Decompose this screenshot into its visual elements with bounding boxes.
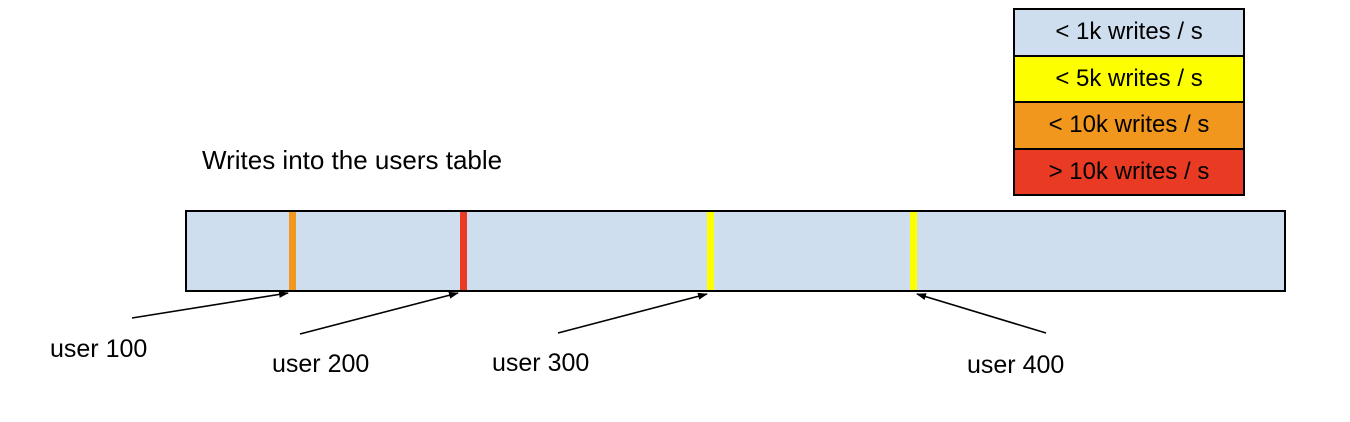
write-hotspot-stripe-user-200 [460,212,467,290]
legend-item-gt-10k: > 10k writes / s [1015,149,1243,194]
arrow-user-400 [916,293,1047,334]
legend-item-lt-1k: < 1k writes / s [1015,10,1243,57]
users-table-bar [185,210,1286,292]
callout-label-user-100: user 100 [50,335,148,363]
callout-label-user-300: user 300 [492,349,590,377]
legend-item-lt-5k: < 5k writes / s [1015,56,1243,103]
arrow-user-200 [299,291,459,335]
write-hotspot-stripe-user-100 [289,212,296,290]
write-hotspot-stripe-user-400 [910,212,917,290]
arrow-user-100 [131,290,289,319]
diagram-title: Writes into the users table [202,145,503,175]
callout-label-user-400: user 400 [967,351,1065,379]
callout-label-user-200: user 200 [272,350,370,378]
write-rate-legend: < 1k writes / s < 5k writes / s < 10k wr… [1013,8,1245,196]
legend-item-lt-10k: < 10k writes / s [1015,103,1243,150]
arrow-user-300 [557,292,708,334]
write-hotspot-stripe-user-300 [707,212,714,290]
